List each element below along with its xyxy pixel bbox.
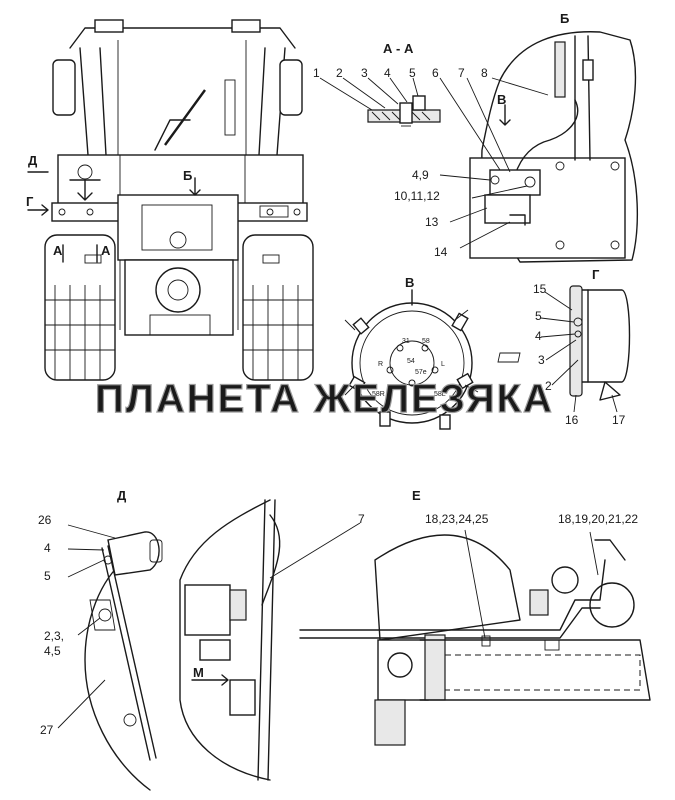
section-aa-title: А - А (383, 41, 414, 56)
socket-pin-58r: 58R (372, 391, 385, 398)
socket-pin-58: 58 (422, 338, 430, 345)
aa-callout-3: 3 (361, 66, 368, 80)
b-callout-6: 6 (432, 66, 439, 80)
d-callout-27: 27 (40, 723, 54, 737)
d-callout-4: 4 (44, 541, 51, 555)
view-d-title: Д (117, 488, 127, 503)
front-label-d: Д (28, 153, 38, 168)
view-d-drawing (57, 524, 163, 791)
g-callout-4: 4 (535, 329, 542, 343)
view-e-title: Е (412, 488, 421, 503)
front-label-a-left: А (53, 243, 63, 258)
socket-pin-l: L (441, 361, 445, 368)
d-callout-2-3-4-5: 2,3, 4,5 (44, 629, 67, 658)
side-callout-18-23-24-25: 18,23,24,25 (425, 512, 489, 526)
g-callout-16: 16 (565, 413, 579, 427)
side-callout-7: 7 (358, 512, 365, 526)
socket-pin-54: 54 (407, 358, 415, 365)
b-callout-13: 13 (425, 215, 439, 229)
b-callout-14: 14 (434, 245, 448, 259)
g-callout-3: 3 (538, 353, 545, 367)
b-callout-10-11-12: 10,11,12 (394, 189, 440, 203)
tractor-front-view (27, 19, 314, 381)
g-callout-15: 15 (533, 282, 547, 296)
socket-pin-58l: 58L (434, 391, 446, 398)
d-callout-2-3-4-5-line1: 2,3, (44, 629, 64, 643)
socket-pin-57e: 57е (415, 369, 427, 376)
socket-pin-r: R (378, 361, 383, 368)
socket-pin-31: 31 (402, 338, 410, 345)
view-b-title: Б (560, 11, 569, 26)
side-label-m: М (193, 665, 204, 680)
view-b-drawing (439, 31, 639, 263)
front-label-a-right: А (101, 243, 111, 258)
side-callout-18-19-20-21-22: 18,19,20,21,22 (558, 512, 638, 526)
view-g-title: Г (592, 267, 600, 282)
b-callout-8: 8 (481, 66, 488, 80)
b-view-arrow-label: В (497, 92, 506, 107)
g-callout-2: 2 (545, 379, 552, 393)
view-v-title: В (405, 275, 414, 290)
b-callout-7: 7 (458, 66, 465, 80)
d-callout-2-3-4-5-line2: 4,5 (44, 644, 61, 658)
b-callout-4-9: 4,9 (412, 168, 429, 182)
d-callout-5: 5 (44, 569, 51, 583)
front-label-b: Б (183, 168, 192, 183)
g-callout-17: 17 (612, 413, 626, 427)
section-aa-drawing (319, 77, 441, 127)
d-callout-26: 26 (38, 513, 52, 527)
socket-drawing (344, 289, 521, 430)
g-callout-5: 5 (535, 309, 542, 323)
watermark: ПЛАНЕТА ЖЕЛЕЗЯКА (95, 377, 554, 421)
aa-callout-5: 5 (409, 66, 416, 80)
aa-callout-1: 1 (313, 66, 320, 80)
front-label-g: Г (26, 194, 34, 209)
aa-callout-2: 2 (336, 66, 343, 80)
side-view-drawing (179, 499, 651, 781)
view-g-drawing (540, 285, 631, 413)
aa-callout-4: 4 (384, 66, 391, 80)
